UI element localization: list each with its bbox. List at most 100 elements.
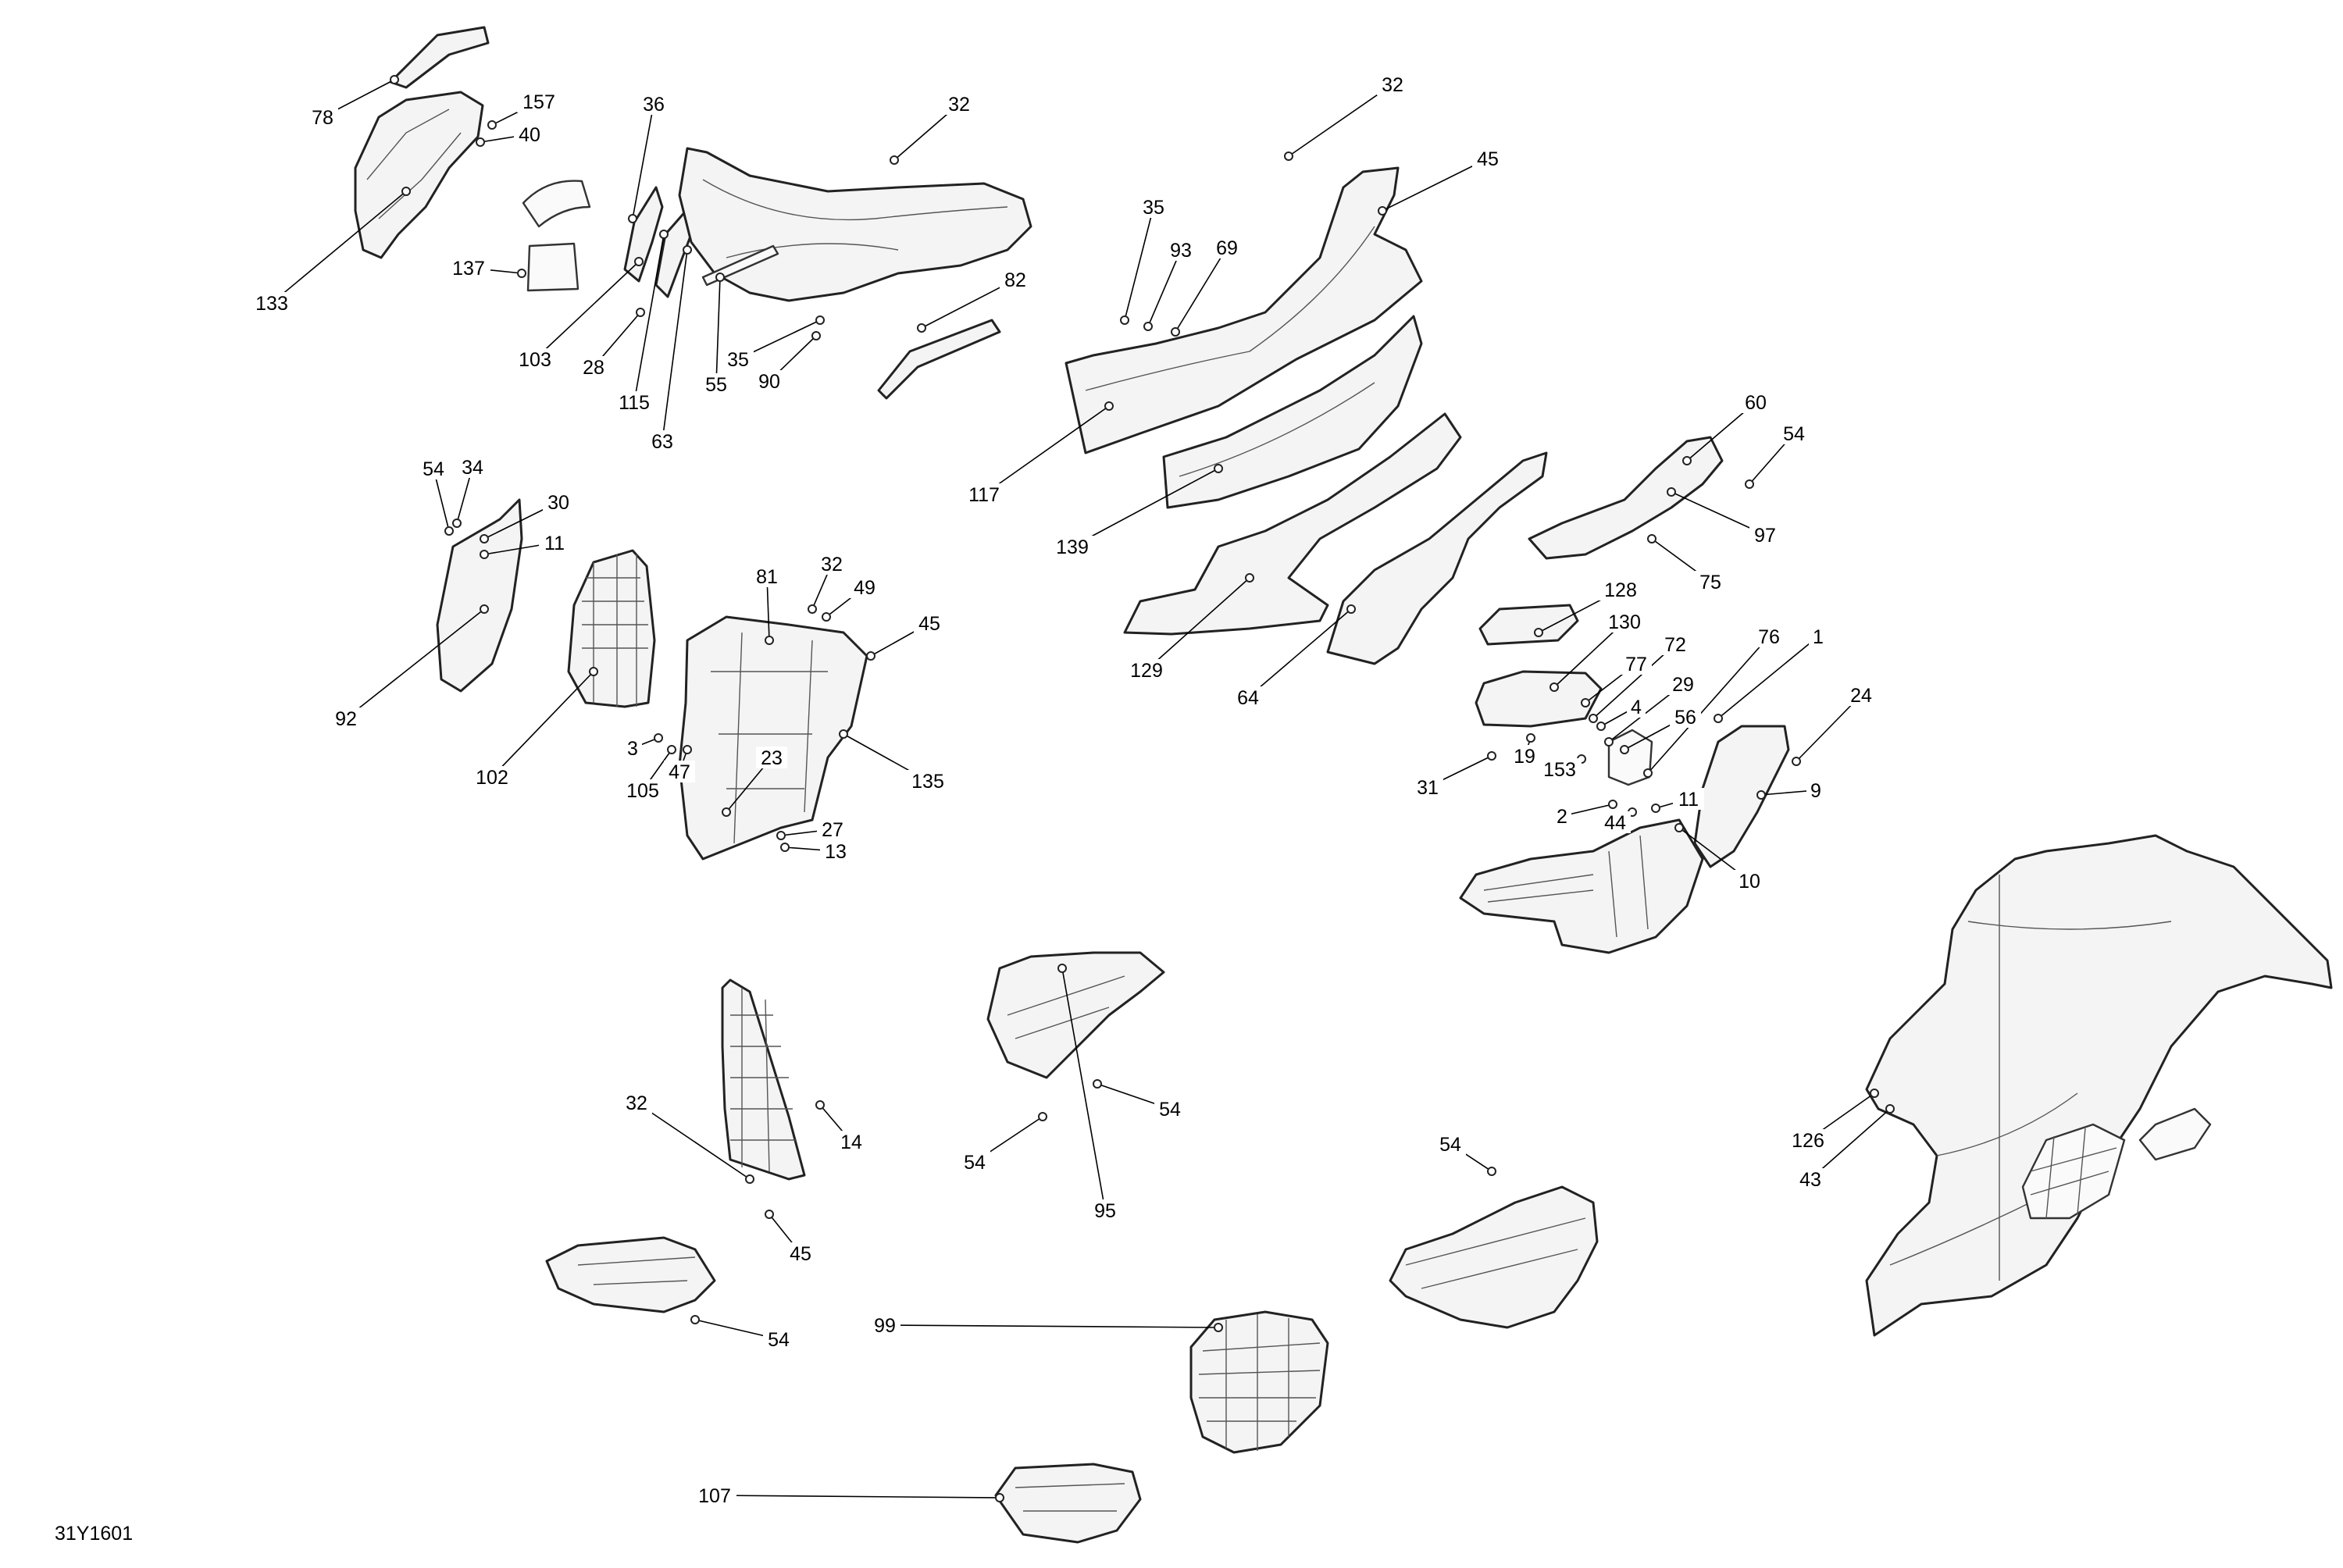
leader-line-c76 xyxy=(1647,636,1770,774)
fastener-c137 xyxy=(517,269,526,278)
callout-bg-c44 xyxy=(1599,811,1631,833)
fastener-c54b xyxy=(444,526,454,536)
part-82 xyxy=(877,319,1001,400)
part-footrest-10 xyxy=(1459,818,1704,954)
callout-bg-c14 xyxy=(836,1131,867,1153)
fastener-c97 xyxy=(1667,487,1676,497)
callout-bg-c54d xyxy=(959,1151,990,1173)
callout-bg-c29 xyxy=(1667,673,1699,695)
leader-line-c95 xyxy=(1061,968,1106,1211)
leader-line-c133 xyxy=(271,191,407,304)
callout-bg-c19 xyxy=(1509,745,1540,767)
parts-layer xyxy=(354,26,2333,1544)
part-95-upper xyxy=(986,951,1165,1079)
callout-c30: 30 xyxy=(547,492,569,514)
fastener-c126 xyxy=(1870,1089,1879,1098)
fastener-c1 xyxy=(1714,714,1723,723)
callout-bg-c81 xyxy=(751,565,783,587)
callout-c13: 13 xyxy=(825,841,847,863)
fastener-c102 xyxy=(589,667,598,676)
leader-line-c32d xyxy=(636,1102,751,1180)
callout-c29: 29 xyxy=(1672,674,1694,696)
leader-line-c107 xyxy=(714,1495,1000,1499)
callout-c4: 4 xyxy=(1631,697,1642,718)
callout-bg-c13 xyxy=(820,840,851,862)
fastener-c75 xyxy=(1647,534,1657,543)
part-137b xyxy=(526,242,580,292)
callout-bg-c93 xyxy=(1165,239,1196,261)
callout-c129: 129 xyxy=(1130,660,1163,682)
part-102 xyxy=(567,549,656,708)
fastener-c30 xyxy=(480,534,489,543)
callout-bg-c153 xyxy=(1538,758,1582,780)
callout-c93: 93 xyxy=(1170,240,1192,262)
callout-bg-c95 xyxy=(1089,1199,1121,1221)
callout-bg-c130 xyxy=(1603,611,1646,633)
callout-bg-c76 xyxy=(1753,625,1785,647)
leader-line-c103 xyxy=(534,261,640,360)
fastener-c93 xyxy=(1143,322,1153,331)
part-117-upper-assembly xyxy=(1065,166,1423,454)
callout-c49: 49 xyxy=(854,577,876,599)
part-92 xyxy=(436,498,523,693)
callout-c32c: 32 xyxy=(821,554,843,576)
fastener-c13 xyxy=(780,843,790,852)
callout-c139: 139 xyxy=(1056,536,1089,558)
part-107-lower xyxy=(994,1463,1142,1544)
fastener-c128 xyxy=(1534,628,1543,637)
callout-bg-c24 xyxy=(1846,684,1877,706)
part-76 xyxy=(1693,725,1790,868)
callout-c14: 14 xyxy=(840,1131,862,1153)
fastener-c29 xyxy=(1604,737,1614,747)
callout-c32b: 32 xyxy=(1382,74,1403,96)
callout-c64: 64 xyxy=(1237,687,1259,709)
callout-c82: 82 xyxy=(1004,269,1026,291)
fastener-c11a xyxy=(480,550,489,559)
callout-bg-c9 xyxy=(1806,779,1825,801)
callout-bg-c102 xyxy=(470,766,514,788)
callout-bg-c133 xyxy=(250,292,294,314)
fastener-c4 xyxy=(1596,722,1606,731)
callout-c28: 28 xyxy=(583,357,604,379)
callout-bg-c30 xyxy=(543,491,574,513)
fastener-c40 xyxy=(476,137,485,147)
callout-c135: 135 xyxy=(911,771,944,793)
callout-bg-c27 xyxy=(817,818,848,840)
callout-bg-c11a xyxy=(539,532,570,554)
callout-bg-c77 xyxy=(1621,653,1652,675)
part-103 xyxy=(623,186,664,283)
callout-c27: 27 xyxy=(822,819,843,841)
leader-line-c115 xyxy=(633,233,665,403)
part-99-lower xyxy=(1189,1310,1329,1454)
fastener-c92 xyxy=(480,604,489,614)
callout-c32a: 32 xyxy=(948,94,970,116)
callout-bg-c105 xyxy=(621,779,665,801)
fastener-c54f xyxy=(690,1315,700,1324)
callout-c77: 77 xyxy=(1625,654,1647,675)
fastener-c19 xyxy=(1526,733,1535,743)
callout-c78: 78 xyxy=(312,107,333,129)
part-133 xyxy=(354,91,484,259)
fastener-c54e xyxy=(1487,1167,1496,1176)
fastener-c139 xyxy=(1214,464,1223,473)
fastener-c43 xyxy=(1885,1104,1895,1114)
callout-c55: 55 xyxy=(705,374,727,396)
callout-bg-c92 xyxy=(330,707,362,729)
fastener-c45b xyxy=(866,651,876,661)
leader-line-c35b xyxy=(1124,206,1154,321)
part-130 xyxy=(1475,670,1603,728)
callout-c128: 128 xyxy=(1604,579,1637,601)
callout-c56: 56 xyxy=(1674,707,1696,729)
leader-line-c69 xyxy=(1175,247,1228,333)
fastener-c90 xyxy=(811,331,821,340)
callout-bg-c63 xyxy=(647,430,678,452)
callout-c45c: 45 xyxy=(790,1243,811,1265)
callout-bg-c139 xyxy=(1050,536,1094,558)
callout-bg-c126 xyxy=(1786,1129,1830,1151)
callout-bg-c4 xyxy=(1627,696,1646,718)
fastener-c117 xyxy=(1104,401,1114,411)
part-107-upper xyxy=(545,1236,716,1313)
callout-bg-c75 xyxy=(1695,571,1726,593)
fastener-c54c xyxy=(1093,1079,1102,1089)
callout-bg-c28 xyxy=(578,356,609,378)
